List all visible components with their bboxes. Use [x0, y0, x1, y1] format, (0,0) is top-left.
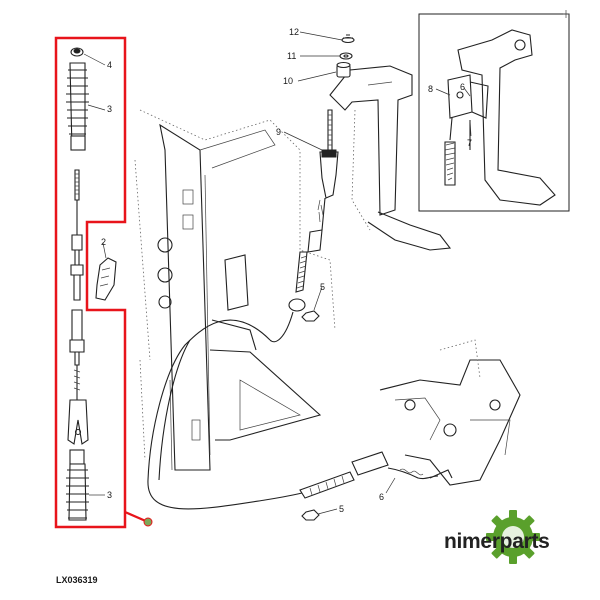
- callout-3-upper: 3: [107, 104, 112, 114]
- callout-11: 11: [287, 51, 296, 61]
- callout-7: 7: [467, 138, 472, 148]
- leader-lines: [83, 31, 472, 515]
- callout-3-lower: 3: [107, 490, 112, 500]
- callout-8: 8: [428, 84, 433, 94]
- callout-4: 4: [107, 60, 112, 70]
- adjuster-rod: [269, 109, 339, 343]
- upper-fasteners: [336, 34, 355, 78]
- brand-wordmark: nimerparts: [444, 530, 550, 553]
- callout-10: 10: [283, 76, 293, 86]
- detail-inset: [418, 10, 570, 212]
- callout-labels: 12 11 10 9 8 7 6 6 5 5 4 3 3 2: [101, 27, 472, 514]
- parts-kit-column: [66, 47, 117, 521]
- callout-9: 9: [276, 127, 281, 137]
- nut-lower: [301, 509, 320, 521]
- callout-12: 12: [289, 27, 299, 37]
- lower-right-housing: [379, 339, 521, 486]
- tractor-frame: [134, 109, 336, 471]
- callout-6-inset: 6: [460, 82, 465, 92]
- callout-5-upper: 5: [320, 282, 325, 292]
- nut-upper: [301, 310, 320, 322]
- callout-6: 6: [379, 492, 384, 502]
- callout-5-lower: 5: [339, 504, 344, 514]
- gear-logo-icon: [486, 510, 540, 564]
- brake-cable: [147, 319, 331, 510]
- brake-pedal-linkage: [329, 65, 452, 251]
- highlight-outline: [54, 36, 153, 529]
- callout-2: 2: [101, 237, 106, 247]
- figure-code: LX036319: [56, 575, 98, 585]
- lower-adjuster: [299, 451, 453, 499]
